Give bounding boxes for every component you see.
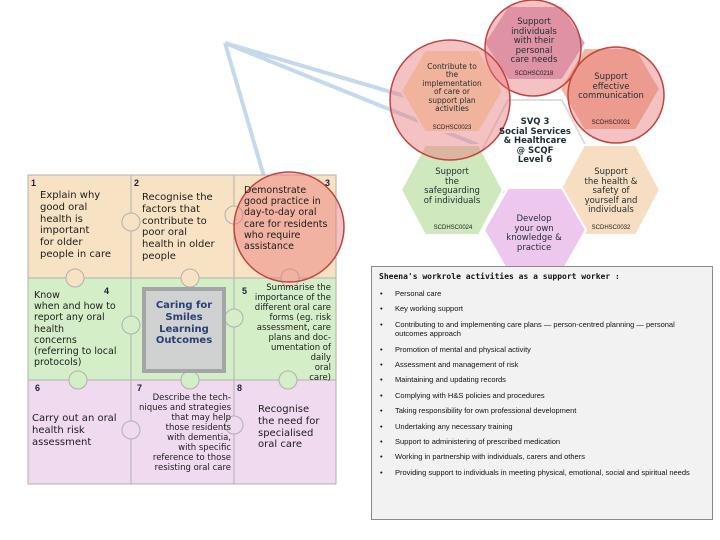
workrole-item-text: Maintaining and updating records	[395, 375, 506, 385]
bullet-icon: •	[380, 406, 383, 416]
workrole-item: • Undertaking any necessary training	[380, 422, 706, 432]
workrole-item: • Promotion of mental and physical activi…	[380, 345, 706, 355]
workrole-item: • Contributing to and implementing care p…	[380, 320, 706, 340]
piece-5-text: Summarise the importance of the differen…	[254, 283, 331, 384]
piece-number: 3	[325, 178, 331, 188]
hex-care-plan-label: Contribute to the implementation of care…	[422, 62, 482, 113]
workrole-item: • Assessment and management of risk	[380, 360, 706, 370]
center-photo-overlay	[146, 291, 222, 369]
workrole-item-text: Support to administering of prescribed m…	[395, 436, 561, 446]
workrole-item: • Maintaining and updating records	[380, 375, 706, 385]
hex-personal-care-code: SCDHSC0218	[514, 71, 554, 77]
pointer-line-middle	[223, 42, 267, 181]
puzzle-piece-1	[27, 174, 132, 279]
hex-communication	[558, 47, 662, 131]
puzzle-piece-3	[233, 174, 337, 279]
hex-center-label: SVQ 3 Social Services & Healthcare @ SCQ…	[499, 117, 571, 166]
piece-number: 5	[242, 286, 248, 296]
bullet-icon: •	[380, 304, 383, 314]
workrole-item: • Complying with H&S policies and procedu…	[380, 391, 706, 401]
piece-8-text: Recognise the need for specialised oral …	[258, 404, 320, 451]
bullet-icon: •	[380, 375, 383, 385]
workrole-item: • Personal care	[380, 289, 706, 299]
highlight-circle-personal-care	[484, 0, 582, 97]
highlight-circle-piece-3	[233, 171, 345, 283]
puzzle-tab	[224, 415, 244, 435]
pointer-line-left	[224, 41, 419, 102]
workrole-item: • Taking responsibility for own professio…	[380, 406, 706, 416]
piece-2-text: Recognise the factors that contribute to…	[142, 192, 215, 262]
piece-number: 4	[104, 286, 110, 296]
piece-3-text: Demonstrate good practice in day-to-day …	[244, 185, 328, 253]
workrole-item-text: Providing support to individuals in meet…	[395, 467, 690, 477]
hex-safeguarding-code: SCDHSC0024	[433, 225, 473, 231]
piece-number: 1	[31, 178, 37, 188]
bullet-icon: •	[380, 390, 383, 400]
piece-7-text: Describe the tech- niques and strategies…	[138, 393, 231, 474]
puzzle-tab	[121, 315, 141, 335]
workrole-list: • Personal care • Key working support • Contr…	[380, 289, 706, 477]
hex-health-safety-code: SCDHSC0032	[591, 225, 631, 231]
puzzle-piece-6	[27, 379, 132, 485]
puzzle-tab	[180, 370, 200, 390]
piece-number: 6	[35, 383, 41, 393]
workrole-item-text: Key working support	[395, 304, 463, 314]
bullet-icon: •	[380, 421, 383, 431]
bullet-icon: •	[380, 289, 383, 298]
puzzle-piece-4	[27, 277, 132, 381]
puzzle-tab	[121, 212, 141, 232]
workrole-item-text: Complying with H&S policies and procedur…	[395, 390, 545, 400]
workrole-panel: Sheena's workrole activities as a suppor…	[371, 266, 713, 520]
bullet-icon: •	[380, 360, 383, 370]
piece-number: 7	[137, 383, 143, 393]
workrole-item-text: Working in partnership with individuals,…	[395, 452, 585, 462]
workrole-item: • Key working support	[380, 304, 706, 314]
hex-care-plan	[399, 49, 505, 133]
svq-hex-cluster	[399, 5, 662, 273]
piece-1-text: Explain why good oral health is importan…	[40, 190, 112, 260]
workrole-item: • Providing support to individuals in mee…	[380, 468, 706, 478]
piece-6-text: Carry out an oral health risk assessment	[32, 413, 117, 448]
puzzle-tab	[278, 370, 298, 390]
bullet-icon: •	[380, 467, 383, 477]
puzzle-grid	[27, 174, 337, 485]
hex-safeguarding	[399, 144, 505, 236]
piece-number: 2	[134, 178, 140, 188]
hex-knowledge-label: Develop your own knowledge & practice	[506, 214, 562, 253]
hex-personal-care	[482, 5, 588, 81]
workrole-item: • Working in partnership with individuals…	[380, 452, 706, 462]
workrole-title: Sheena's workrole activities as a suppor…	[379, 272, 620, 281]
puzzle-tab	[224, 308, 244, 328]
workrole-item-text: Assessment and management of risk	[395, 360, 519, 370]
piece-4-text: Know when and how to report any oral hea…	[34, 290, 117, 369]
bullet-icon: •	[380, 319, 383, 329]
center-title: Caring for Smiles Learning Outcomes	[155, 300, 213, 347]
workrole-item-text: Promotion of mental and physical activit…	[395, 344, 531, 354]
puzzle-tab	[180, 268, 200, 288]
puzzle-piece-2	[130, 174, 235, 279]
hex-safeguarding-label: Support the safeguarding of individuals	[423, 167, 481, 206]
bullet-icon: •	[380, 344, 383, 354]
puzzle-tab	[121, 420, 141, 440]
hex-communication-label: Support effective communication	[578, 72, 644, 102]
hex-care-plan-code: SCDHSC0023	[432, 125, 472, 131]
hex-personal-care-label: Support individuals with their personal …	[510, 17, 558, 66]
workrole-item-text: Contributing to and implementing care pl…	[395, 319, 675, 339]
hex-health-safety-label: Support the health & safety of yourself …	[584, 167, 638, 216]
bullet-icon: •	[380, 436, 383, 446]
workrole-item-text: Personal care	[395, 289, 442, 298]
puzzle-tab	[68, 370, 88, 390]
highlight-circle-communication	[567, 46, 665, 144]
workrole-item-text: Undertaking any necessary training	[395, 421, 513, 431]
workrole-item: • Support to administering of prescribed …	[380, 437, 706, 447]
workrole-item-text: Taking responsibility for own profession…	[395, 406, 577, 416]
highlight-circle-care-plan	[389, 39, 511, 161]
hex-communication-code: SCDHSC0031	[591, 120, 631, 126]
puzzle-tab	[65, 268, 85, 288]
bullet-icon: •	[380, 452, 383, 462]
piece-number: 8	[237, 383, 243, 393]
